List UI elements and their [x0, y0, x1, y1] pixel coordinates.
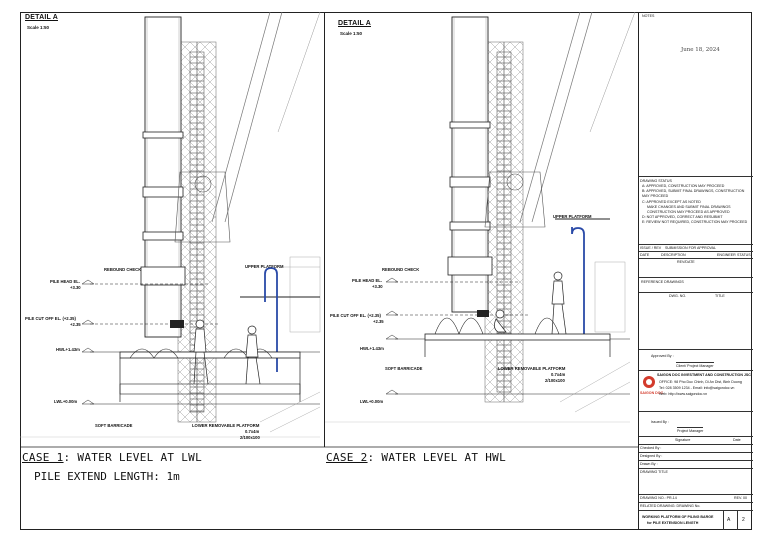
designed-by-label: Designed By :	[640, 454, 663, 458]
status-line: D: NOT APPROVED, CORRECT AND RESUBMIT	[642, 215, 723, 219]
rev-col-description: DESCRIPTION	[661, 253, 686, 257]
drawing-title-2: for PILE EXTENSION LENGTH	[647, 521, 699, 525]
issued-by-label: Issued By :	[651, 420, 669, 424]
label-lower-platform-2: LOWER REMOVABLE PLATFORM	[498, 366, 566, 371]
notes-label: NOTES	[642, 14, 655, 18]
label-pile-cutoff-value-2: +2.35	[373, 319, 384, 324]
title-col: TITLE	[715, 294, 725, 298]
signature-col: Signature	[675, 438, 691, 442]
label-lower-platform-size2-case2: 2/100x100	[545, 378, 565, 383]
rev-header: ISSUE / REV	[640, 246, 662, 250]
drawing-title: WORKING PLATFORM OF PILING BARGE	[642, 515, 714, 519]
status-line: C: APPROVED EXCEPT AS NOTED	[642, 200, 701, 204]
rev-col-date: DATE	[640, 253, 650, 257]
company-logo-icon	[643, 376, 655, 388]
company-web: Web: http://www.saigondoc.vn	[659, 392, 708, 396]
status-line: A: APPROVED, CONSTRUCTION MAY PROCEED	[642, 184, 725, 188]
label-lwl: LWL+0.00m	[54, 399, 78, 404]
status-line: E: REVIEW NOT REQUIRED, CONSTRUCTION MAY…	[642, 220, 748, 224]
case2-title: CASE 2: WATER LEVEL AT HWL	[326, 451, 506, 464]
detail-title-case1: DETAIL A	[25, 14, 58, 21]
company-address-2: Tel: 028 3509 1234 - Email: info@saigond…	[659, 386, 735, 390]
case2-label: CASE 2	[326, 451, 368, 464]
label-pile-cutoff: PILE CUT OFF EL. (+2.35)	[25, 316, 76, 321]
label-hwl-2: HWL+1.43m	[360, 346, 384, 351]
label-lwl-2: LWL+0.00m	[360, 399, 384, 404]
case1-description: : WATER LEVEL AT LWL	[63, 451, 202, 464]
rev-mark: REV/DATE	[677, 260, 695, 264]
case2-elevation	[325, 12, 636, 423]
label-rebound-check-2: REBOUND CHECK	[382, 267, 420, 272]
approved-by-sub: Client/ Project Manager	[676, 362, 714, 368]
status-line: CONSTRUCTION MAY PROCEED AS APPROVED	[647, 210, 730, 214]
sheet-size: A	[727, 517, 731, 523]
company-address: OFFICE: 98 Pho Duc Chinh, Di An Dist, Bi…	[659, 380, 742, 384]
drawn-by-label: Drawn By :	[640, 462, 658, 466]
label-pile-cutoff-2: PILE CUT OFF EL. (+2.35)	[330, 313, 381, 318]
drawing-sheet-border	[20, 12, 752, 530]
rev-col-engineer: ENGINEER	[717, 253, 736, 257]
company-short-name: SAIGON DOC	[640, 391, 664, 395]
drawing-status-title: DRAWING STATUS	[640, 179, 672, 183]
company-name: SAIGON DOC INVESTMENT AND CONSTRUCTION J…	[657, 373, 751, 377]
label-soft-barricade: SOFT BARRICADE	[95, 423, 133, 428]
reference-drawings-label: REFERENCE DRAWINGS	[641, 280, 684, 284]
label-pile-head-value-2: +3.30	[372, 284, 383, 289]
dwg-no-col: DWG. NO.	[669, 294, 687, 298]
label-rebound-check: REBOUND CHECK	[104, 267, 142, 272]
label-lower-platform-size-case2: 0.7x4m	[551, 372, 566, 377]
related-drawing-label: RELATED DRAWING: DRAWING No.	[640, 504, 701, 508]
elevation-drawings	[20, 12, 638, 448]
label-pile-head-2: PILE HEAD EL.	[352, 278, 383, 283]
drawing-title-label: DRAWING TITLE	[640, 470, 668, 474]
title-block: NOTES June 18, 2024 DRAWING STATUS A: AP…	[638, 12, 753, 530]
label-lower-platform-size: 0.7x4m	[245, 429, 260, 434]
label-soft-barricade-2: SOFT BARRICADE	[385, 366, 423, 371]
rev-first-entry: SUBMISSION FOR APPROVAL	[665, 246, 717, 250]
panel-divider	[324, 12, 325, 447]
detail-scale-case2: Scale 1:50	[340, 31, 363, 36]
label-upper-platform-2: UPPER PLATFORM	[553, 214, 592, 219]
case1-title: CASE 1: WATER LEVEL AT LWL	[22, 451, 202, 464]
label-upper-platform: UPPER PLATFORM	[245, 264, 284, 269]
checked-by-label: Checked By :	[640, 446, 662, 450]
case1-label: CASE 1	[22, 451, 64, 464]
issued-by-sub: Project Manager	[677, 427, 704, 433]
drawing-date: June 18, 2024	[681, 47, 720, 53]
rev-no-label: REV. 00	[734, 496, 748, 500]
sheet-number: 2	[742, 517, 745, 523]
approved-by-label: Approved By :	[651, 354, 674, 358]
case1-pile-extend-length: PILE EXTEND LENGTH: 1m	[34, 470, 180, 483]
label-lower-platform-size2: 2/100x100	[240, 435, 260, 440]
status-line: MAY PROCEED	[642, 194, 669, 198]
sig-date-col: Date	[733, 438, 741, 442]
label-lower-platform: LOWER REMOVABLE PLATFORM	[192, 423, 260, 428]
rev-col-status: STATUS	[737, 253, 751, 257]
label-pile-cutoff-value: +2.35	[70, 322, 81, 327]
drawing-no-label: DRAWING NO.: PR-14	[640, 496, 677, 500]
status-line: MAKE CHANGES AND SUBMIT FINAL DRAWINGS	[647, 205, 731, 209]
detail-title-case2: DETAIL A	[338, 20, 371, 27]
label-pile-head: PILE HEAD EL.	[50, 279, 81, 284]
label-hwl: HWL+1.43m	[56, 347, 80, 352]
case1-elevation	[20, 12, 321, 438]
status-line: B: APPROVED, SUBMIT FINAL DRAWINGS, CONS…	[642, 189, 745, 193]
detail-scale-case1: Scale 1:50	[27, 25, 50, 30]
case2-description: : WATER LEVEL AT HWL	[367, 451, 506, 464]
label-pile-head-value: +3.30	[70, 285, 81, 290]
